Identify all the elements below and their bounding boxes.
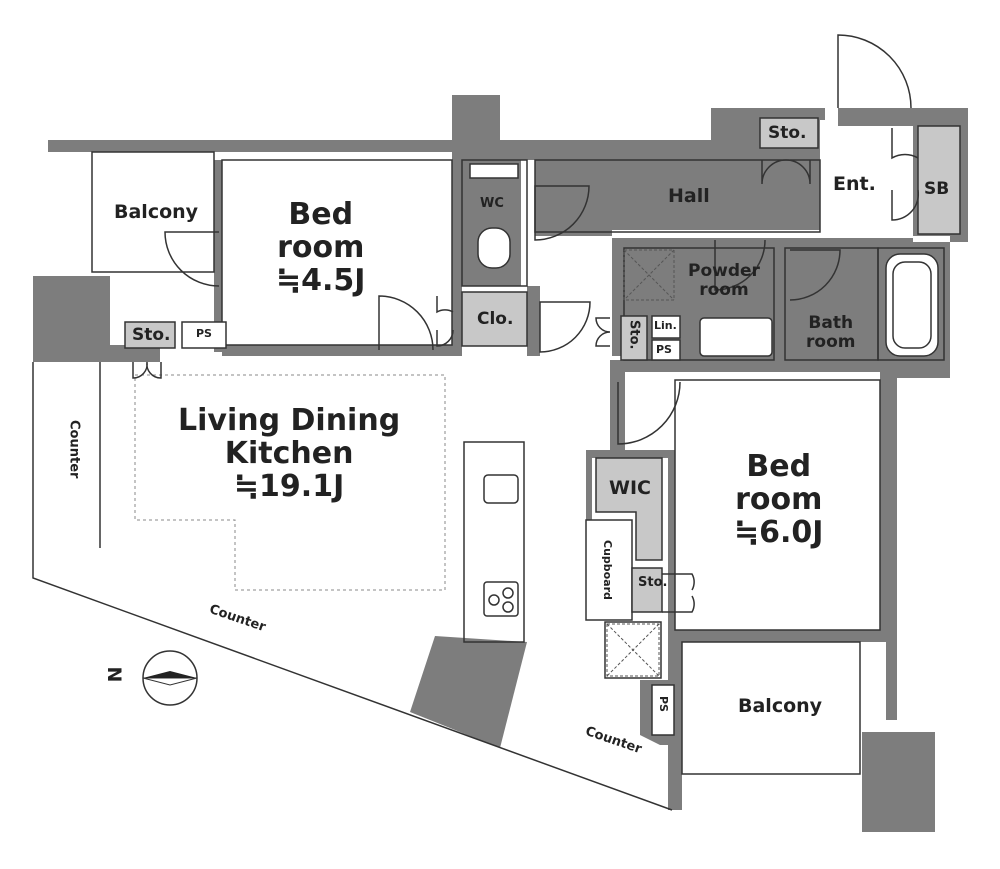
counter-left-label: Counter xyxy=(66,420,82,479)
cupboard-label: Cupboard xyxy=(601,540,615,600)
storage-fills xyxy=(124,117,961,613)
bedroom-large-line1: Bed xyxy=(746,449,812,484)
ldk-ps-label: PS xyxy=(196,327,212,340)
bath-room-label: Bath room xyxy=(806,314,855,351)
ldk-line1: Living Dining xyxy=(178,403,401,438)
entrance-label: Ent. xyxy=(833,173,876,195)
powder-ps-label: PS xyxy=(656,343,672,356)
powder-room-line1: Powder xyxy=(688,261,760,281)
compass-north-label: N xyxy=(104,666,127,683)
bedroom-small-line1: Bed xyxy=(288,197,354,232)
bedroom-large-size: ≒6.0J xyxy=(734,515,824,550)
ldk-line2: Kitchen xyxy=(224,436,354,471)
bath-room-line1: Bath xyxy=(808,313,854,333)
bath-room-line2: room xyxy=(806,331,856,352)
ldk-dashed-area xyxy=(134,374,446,591)
wc-label: WC xyxy=(480,196,504,211)
hall-storage-label: Sto. xyxy=(626,320,642,350)
linen-label: Lin. xyxy=(654,319,677,332)
hall-label: Hall xyxy=(668,185,710,207)
doors xyxy=(132,34,920,613)
ldk-storage-label: Sto. xyxy=(132,325,171,345)
wic-label: WIC xyxy=(609,477,651,499)
closet-label: Clo. xyxy=(477,309,514,329)
balcony-ps-label: PS xyxy=(657,696,671,712)
shoe-box-label: SB xyxy=(924,179,950,199)
powder-room-label: Powder room xyxy=(688,262,760,299)
ldk-size: ≒19.1J xyxy=(233,469,345,504)
powder-room-line2: room xyxy=(699,279,749,300)
small-boxes xyxy=(181,315,681,736)
bedroom-small-label: Bed room ≒4.5J xyxy=(276,198,365,297)
bedroom-small-line2: room xyxy=(277,230,365,265)
bedroom-small-size: ≒4.5J xyxy=(276,263,366,298)
bedroom-large-label: Bed room ≒6.0J xyxy=(734,450,823,549)
bedroom-large-line2: room xyxy=(735,482,823,517)
balcony-right-label: Balcony xyxy=(738,695,823,717)
walls xyxy=(33,95,968,832)
compass-icon xyxy=(142,650,198,706)
entrance-storage-label: Sto. xyxy=(768,123,807,143)
bedroom-storage-label: Sto. xyxy=(638,575,668,590)
ldk-label: Living Dining Kitchen ≒19.1J xyxy=(178,404,400,503)
balcony-left-label: Balcony xyxy=(114,201,199,223)
fixtures xyxy=(469,163,939,617)
duct-boxes xyxy=(606,249,675,677)
